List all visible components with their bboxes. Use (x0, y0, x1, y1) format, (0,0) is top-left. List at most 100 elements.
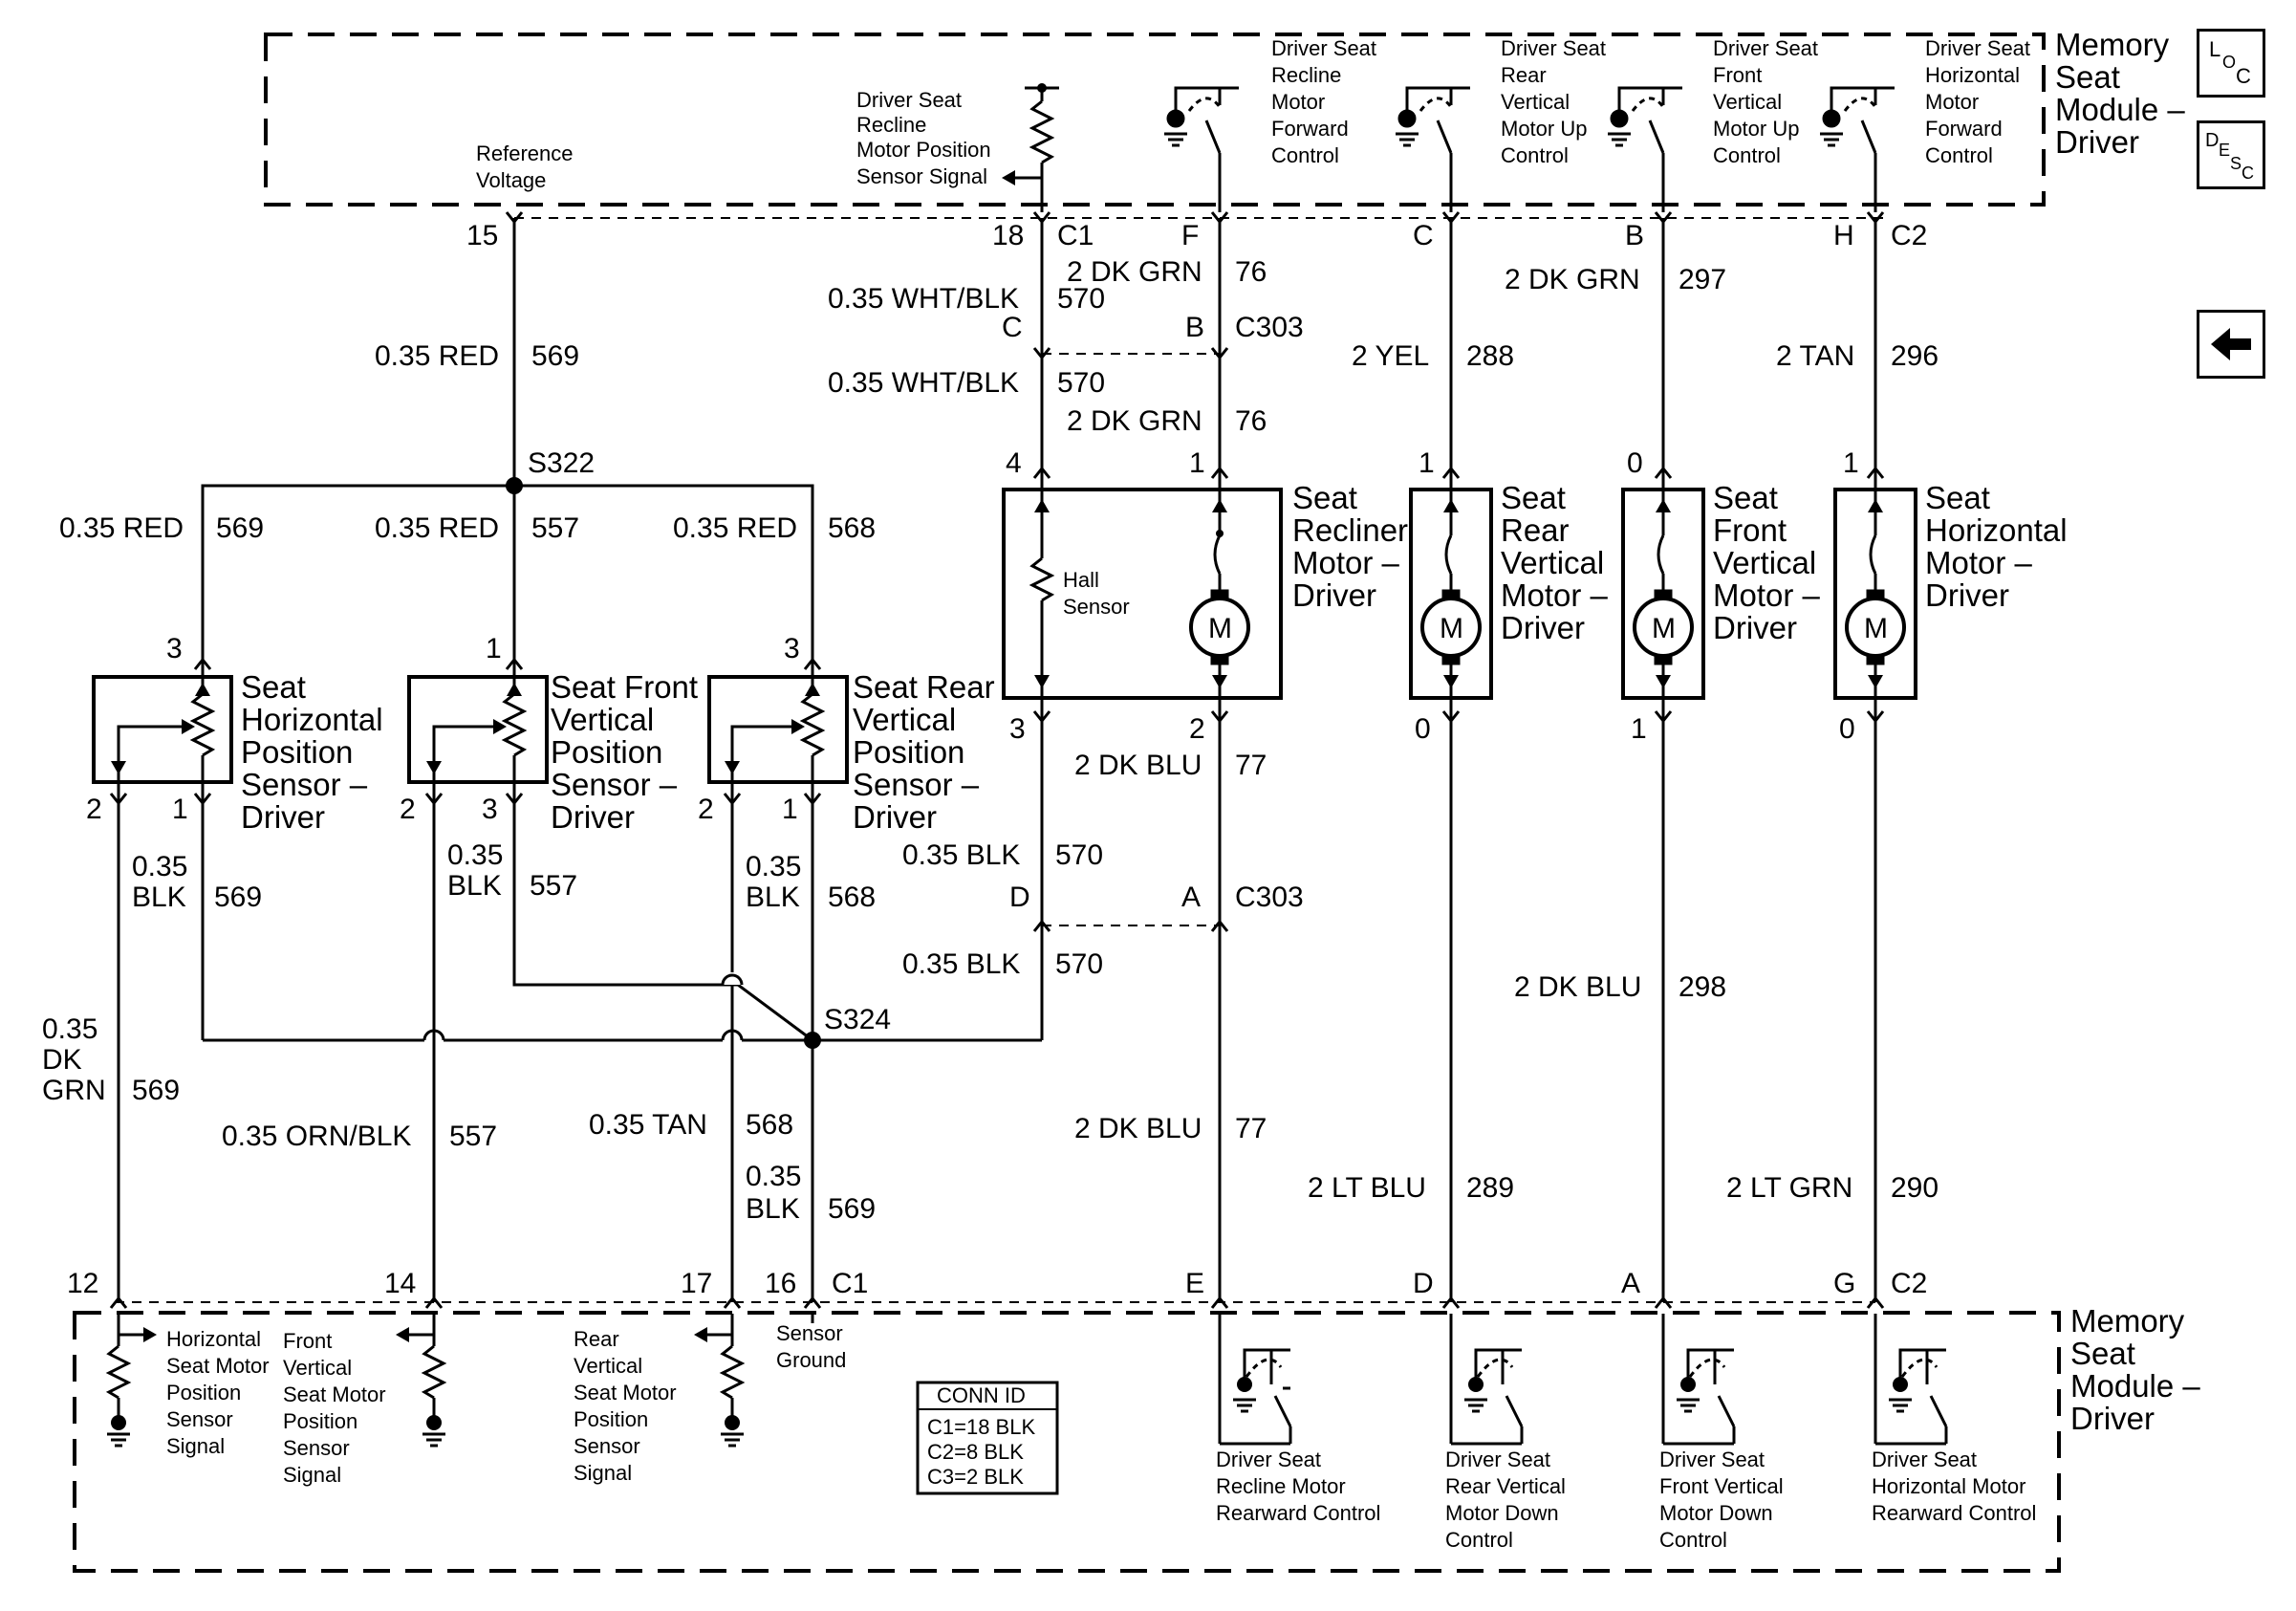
rear-vertical-motor-icon (1420, 597, 1482, 658)
wire-290-circuit: 290 (1891, 1172, 1939, 1204)
recliner-pin-3: 3 (1009, 713, 1026, 745)
horizontal-motor-m: M (1864, 613, 1888, 644)
svg-text:Position: Position (283, 1409, 357, 1433)
sensor-ground-label: Sensor Ground (776, 1321, 846, 1372)
horizontal-sensor-arrow-down-icon (111, 761, 126, 774)
svg-text:Sensor: Sensor (574, 1434, 640, 1458)
svg-text:Rear: Rear (1501, 63, 1547, 87)
relay-recline-rearward (1218, 1314, 1292, 1446)
wire-76-top-circuit: 76 (1235, 256, 1267, 288)
svg-text:GRN: GRN (42, 1075, 106, 1106)
svg-text:Front: Front (283, 1329, 332, 1353)
pin-15: 15 (466, 220, 498, 251)
front-arrow-up-icon (1656, 499, 1671, 512)
wire-569-size: 0.35 RED (375, 340, 499, 372)
svg-text:Vertical: Vertical (853, 702, 956, 737)
connector-c303-lower: C303 (1235, 882, 1304, 913)
wire-569-dkgrn-circuit: 569 (132, 1075, 180, 1106)
svg-text:Forward: Forward (1925, 117, 2003, 141)
svg-text:L: L (2209, 37, 2220, 61)
r-sensor-pin-3: 3 (784, 633, 800, 664)
ground-icon (1162, 132, 1189, 147)
ground-icon (1394, 132, 1420, 147)
rear-signal-node (725, 1415, 740, 1430)
svg-text:Memory: Memory (2055, 27, 2170, 62)
pin-F: F (1181, 220, 1199, 251)
wire-76-mid-circuit: 76 (1235, 405, 1267, 437)
c303-upper-pin-b: B (1185, 312, 1204, 343)
front-arrow-down-icon (1656, 675, 1671, 688)
svg-text:Driver: Driver (853, 799, 937, 835)
wire-289-circuit: 289 (1466, 1172, 1514, 1204)
pin-18: 18 (992, 220, 1024, 251)
svg-text:Motor –: Motor – (1925, 545, 2033, 580)
svg-text:Driver: Driver (1292, 577, 1376, 613)
desc-button[interactable]: D E S C (2197, 120, 2265, 189)
rear-vertical-down-label: Driver Seat Rear Vertical Motor Down Con… (1445, 1448, 1566, 1552)
front-pin-top: 0 (1627, 447, 1643, 479)
front-vertical-up-label: Driver Seat Front Vertical Motor Up Cont… (1713, 36, 1818, 167)
svg-text:Front: Front (1713, 63, 1762, 87)
module-top-box (264, 33, 2046, 207)
recliner-pin-1: 1 (1189, 447, 1205, 479)
wire-77-top-circuit: 77 (1235, 750, 1267, 781)
module-bottom-box (73, 1311, 2061, 1573)
ground-icon (1462, 1398, 1489, 1413)
svg-text:0.35: 0.35 (42, 1013, 97, 1045)
horizontal-arrow-down-icon (1868, 675, 1883, 688)
f-sensor-pin-3: 3 (482, 794, 498, 825)
svg-text:Driver Seat: Driver Seat (1872, 1448, 1977, 1471)
wire-297-circuit: 297 (1679, 264, 1726, 295)
back-button[interactable] (2197, 310, 2265, 379)
rear-pin-top: 1 (1419, 447, 1435, 479)
ground-icon (105, 1432, 132, 1448)
front-signal-label: Front Vertical Seat Motor Position Senso… (283, 1329, 386, 1487)
connector-c2-bottom: C2 (1891, 1268, 1927, 1299)
svg-text:D: D (2205, 130, 2219, 151)
wire-77-low-circuit: 77 (1235, 1113, 1267, 1144)
rear-sensor-wiper-arrow-icon (791, 719, 805, 734)
svg-text:Seat Front: Seat Front (551, 669, 698, 705)
wire-570-top-circuit: 570 (1057, 283, 1105, 315)
svg-text:Position: Position (853, 734, 964, 770)
wire-569-left-size: 0.35 RED (59, 512, 184, 544)
svg-text:Hall: Hall (1063, 568, 1099, 592)
svg-text:Reference: Reference (476, 142, 574, 165)
arrow-left-icon (2211, 328, 2251, 360)
recline-position-node (1037, 83, 1047, 93)
svg-text:Motor Down: Motor Down (1445, 1501, 1559, 1525)
wire-298-circuit: 298 (1679, 971, 1726, 1003)
svg-text:Sensor: Sensor (166, 1407, 233, 1431)
horizontal-sensor-label: Seat Horizontal Position Sensor – Driver (241, 669, 383, 835)
svg-text:Motor Down: Motor Down (1659, 1501, 1773, 1525)
svg-text:C: C (2236, 64, 2251, 88)
connector-c1-bottom: C1 (832, 1268, 868, 1299)
recline-position-label: Driver Seat Recline Motor Position Senso… (856, 88, 991, 188)
wire-76-mid-size: 2 DK GRN (1067, 405, 1202, 437)
svg-text:Horizontal: Horizontal (241, 702, 383, 737)
rear-vertical-motor-label: Seat Rear Vertical Motor – Driver (1501, 480, 1609, 645)
svg-text:Driver Seat: Driver Seat (856, 88, 962, 112)
loc-button[interactable]: L O C (2197, 29, 2265, 98)
front-sensor-arrow-down-icon (426, 761, 442, 774)
svg-text:Seat Motor: Seat Motor (574, 1381, 677, 1404)
r-sensor-pin-2: 2 (698, 794, 714, 825)
conn-id-row-2: C2=8 BLK (927, 1440, 1024, 1464)
rear-vertical-up-label: Driver Seat Rear Vertical Motor Up Contr… (1501, 36, 1606, 167)
svg-text:Sensor –: Sensor – (853, 767, 980, 802)
front-vertical-down-label: Driver Seat Front Vertical Motor Down Co… (1659, 1448, 1784, 1552)
svg-text:Recline: Recline (1271, 63, 1341, 87)
wire-569-dkgrn-size: 0.35 DK GRN (42, 1013, 106, 1106)
svg-text:Vertical: Vertical (551, 702, 654, 737)
pin-14: 14 (384, 1268, 416, 1299)
svg-text:Vertical: Vertical (1713, 545, 1816, 580)
ground-icon (1231, 1398, 1258, 1413)
svg-text:Driver: Driver (1713, 610, 1797, 645)
svg-text:Rear: Rear (574, 1327, 619, 1351)
pin-E: E (1185, 1268, 1204, 1299)
wire-568-red-size: 0.35 RED (673, 512, 797, 544)
svg-text:Sensor: Sensor (283, 1436, 350, 1460)
horizontal-rearward-label: Driver Seat Horizontal Motor Rearward Co… (1872, 1448, 2036, 1525)
h-sensor-pin-1: 1 (172, 794, 188, 825)
wire-569-blk-low-size: 0.35 BLK (746, 1161, 801, 1225)
